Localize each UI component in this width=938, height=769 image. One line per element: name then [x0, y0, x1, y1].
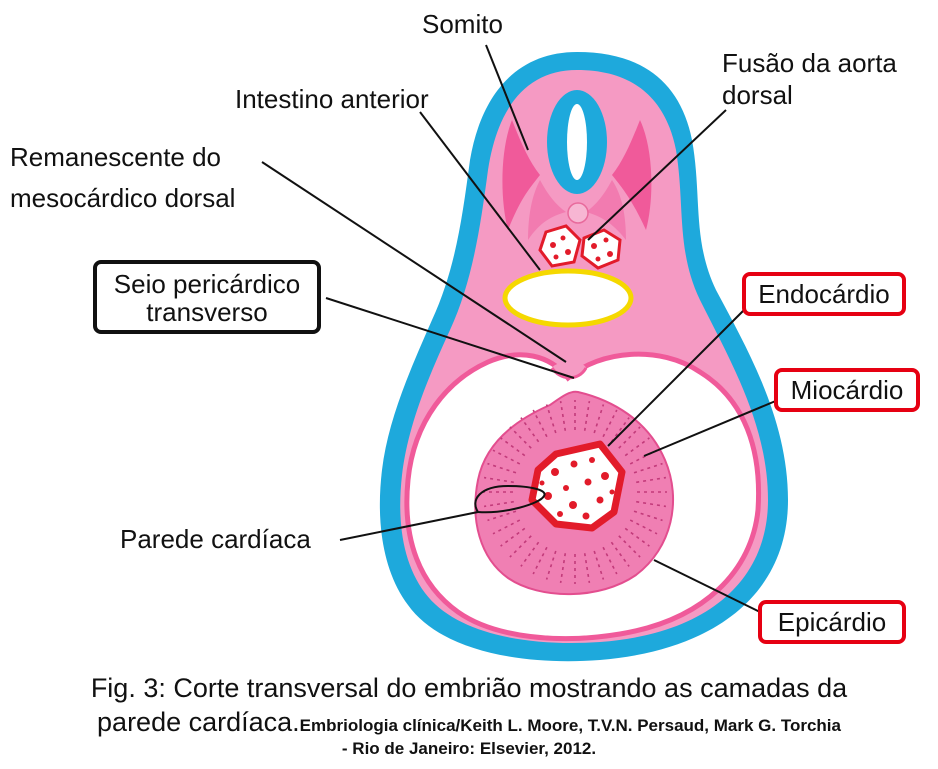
dorsal-aorta-left: [538, 224, 582, 268]
striation-line: [492, 519, 521, 535]
striation-line: [636, 500, 667, 508]
caption-line-1: Fig. 3: Corte transversal do embrião mos…: [90, 673, 848, 703]
myocardium-striations: [483, 400, 667, 584]
striation-line: [492, 449, 521, 465]
neural-tube-lumen: [567, 104, 587, 180]
striation-line: [633, 462, 663, 474]
label-fusao-aorta-1: Fusão da aorta: [722, 48, 897, 78]
striation-line: [532, 409, 548, 438]
striation-line: [583, 400, 591, 431]
label-fusao-aorta-2: dorsal: [722, 80, 793, 110]
striation-line: [483, 500, 514, 508]
label-seio-1: Seio pericárdico: [113, 269, 301, 299]
caption-main: parede cardíaca.: [97, 707, 300, 737]
box-seio-pericardico: Seio pericárdico transverso: [93, 260, 321, 334]
box-miocardio: Miocárdio: [774, 368, 920, 412]
somite-right: [612, 120, 652, 230]
striation-line: [483, 476, 514, 484]
striation-line: [624, 527, 650, 547]
endocardium-lumen: [528, 440, 626, 532]
striation-line: [636, 476, 667, 484]
box-epicardio: Epicárdio: [758, 600, 906, 644]
label-remanescente-2: mesocárdico dorsal: [10, 183, 236, 213]
caption-line-3: - Rio de Janeiro: Elsevier, 2012.: [341, 739, 597, 758]
label-intestino-anterior: Intestino anterior: [235, 84, 429, 114]
label-epicardio: Epicárdio: [777, 607, 887, 637]
label-seio-2: transverso: [146, 297, 268, 327]
striation-line: [602, 409, 618, 438]
striation-line: [520, 541, 540, 567]
label-remanescente-1: Remanescente do: [10, 142, 222, 172]
striation-line: [618, 426, 641, 449]
striation-line: [610, 541, 630, 567]
somite-left-inner: [528, 180, 566, 240]
striation-line: [629, 449, 658, 465]
striation-line: [559, 553, 567, 584]
notochord: [567, 202, 589, 224]
label-miocardio: Miocárdio: [790, 375, 904, 405]
striation-line: [583, 553, 591, 584]
striation-line: [610, 417, 630, 443]
striation-line: [532, 546, 548, 575]
somite-left: [502, 120, 540, 230]
striation-line: [500, 527, 526, 547]
striation-line: [520, 417, 540, 443]
striation-line: [593, 404, 605, 434]
striation-line: [487, 510, 517, 522]
striation-line: [602, 546, 618, 575]
label-endocardio: Endocárdio: [758, 279, 890, 309]
foregut: [502, 268, 634, 328]
striation-line: [559, 400, 567, 431]
somite-right-inner: [586, 180, 626, 240]
striation-line: [618, 535, 641, 558]
striation-line: [633, 510, 663, 522]
striation-line: [545, 404, 557, 434]
caption-reference: Embriologia clínica/Keith L. Moore, T.V.…: [299, 716, 841, 735]
striation-line: [509, 535, 532, 558]
caption-line-2: parede cardíaca.Embriologia clínica/Keit…: [0, 706, 938, 742]
striation-line: [545, 550, 557, 580]
striation-line: [487, 462, 517, 474]
dorsal-aorta-right: [580, 228, 622, 270]
striation-line: [624, 437, 650, 457]
striation-line: [629, 519, 658, 535]
striation-line: [500, 437, 526, 457]
striation-line: [593, 550, 605, 580]
label-parede-cardiaca: Parede cardíaca: [120, 524, 311, 554]
striation-line: [509, 426, 532, 449]
label-somito: Somito: [422, 9, 503, 39]
box-endocardio: Endocárdio: [742, 272, 906, 316]
